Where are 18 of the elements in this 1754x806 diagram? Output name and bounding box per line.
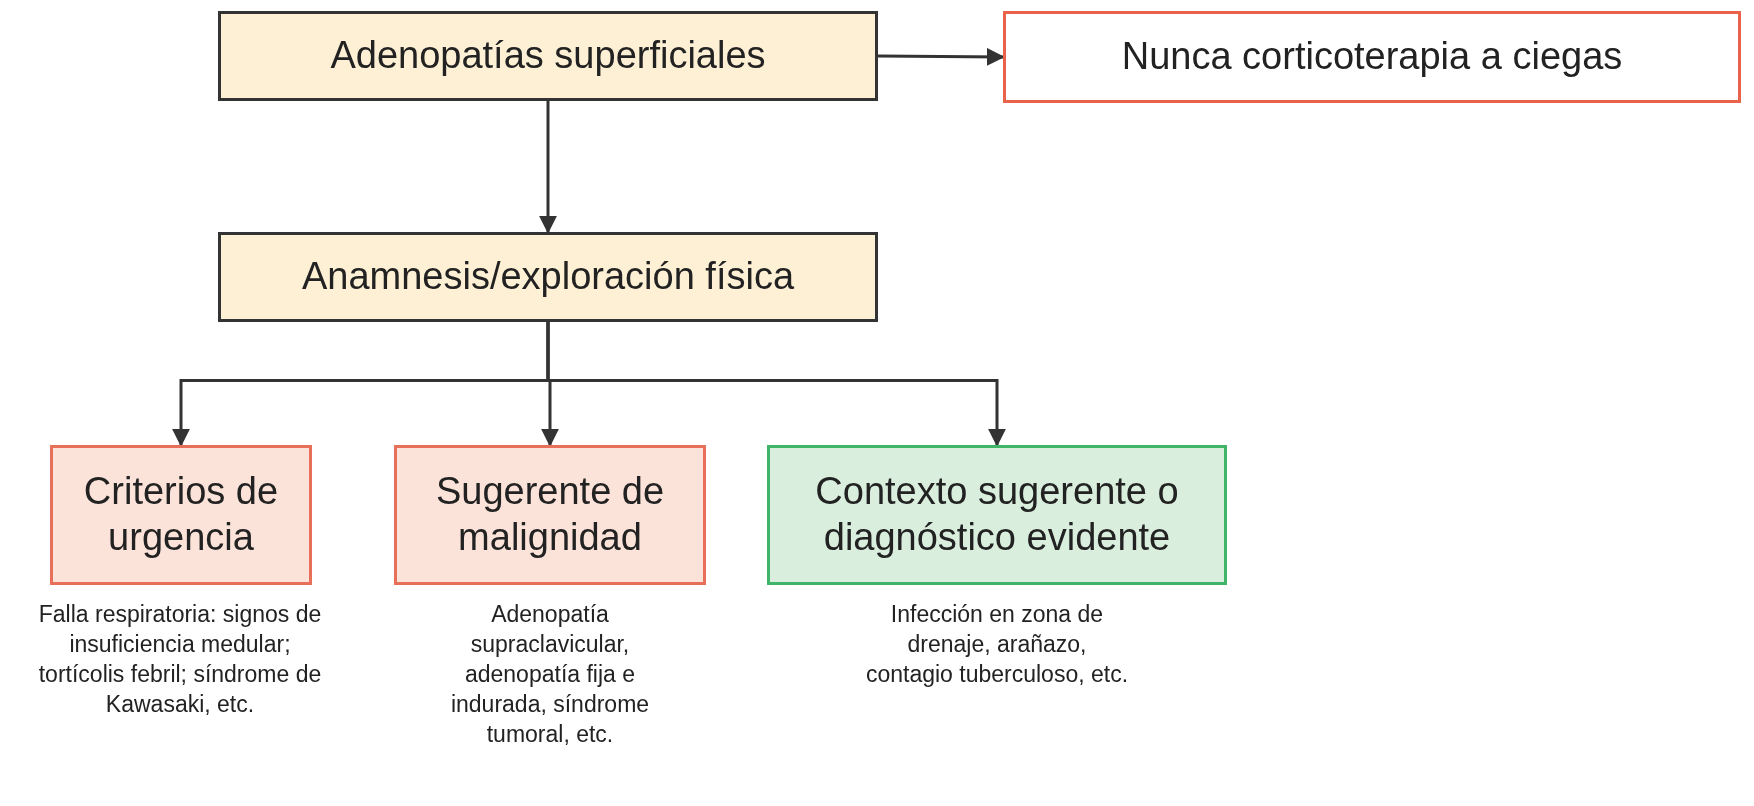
arrow [546, 322, 1006, 447]
note-text: Infección en zona de drenaje, arañazo, contagio tuberculoso, etc. [864, 600, 1130, 689]
box-label: Contexto sugerente o diagnóstico evidente [814, 469, 1180, 560]
alert-box [394, 445, 706, 585]
process-box [218, 232, 878, 322]
process-box [218, 11, 878, 101]
outcome-box [767, 445, 1227, 585]
box-label: Adenopatías superficiales [329, 33, 767, 79]
warning-box [1003, 11, 1741, 103]
box-label: Anamnesis/exploración física [300, 254, 796, 300]
alert-box [50, 445, 312, 585]
box-label: Sugerente de malignidad [434, 469, 666, 560]
arrow [539, 101, 557, 234]
arrow [878, 47, 1005, 66]
box-label: Nunca corticoterapia a ciegas [1120, 34, 1624, 80]
note-text: Adenopatía supraclavicular, adenopatía fija e indurada, síndrome tumoral, etc. [449, 600, 651, 749]
note-text: Falla respiratoria: signos de insuficiencia medular; tortícolis febril; síndrome de Kawasaki, etc. [37, 600, 323, 719]
box-label: Criterios de urgencia [82, 469, 280, 560]
